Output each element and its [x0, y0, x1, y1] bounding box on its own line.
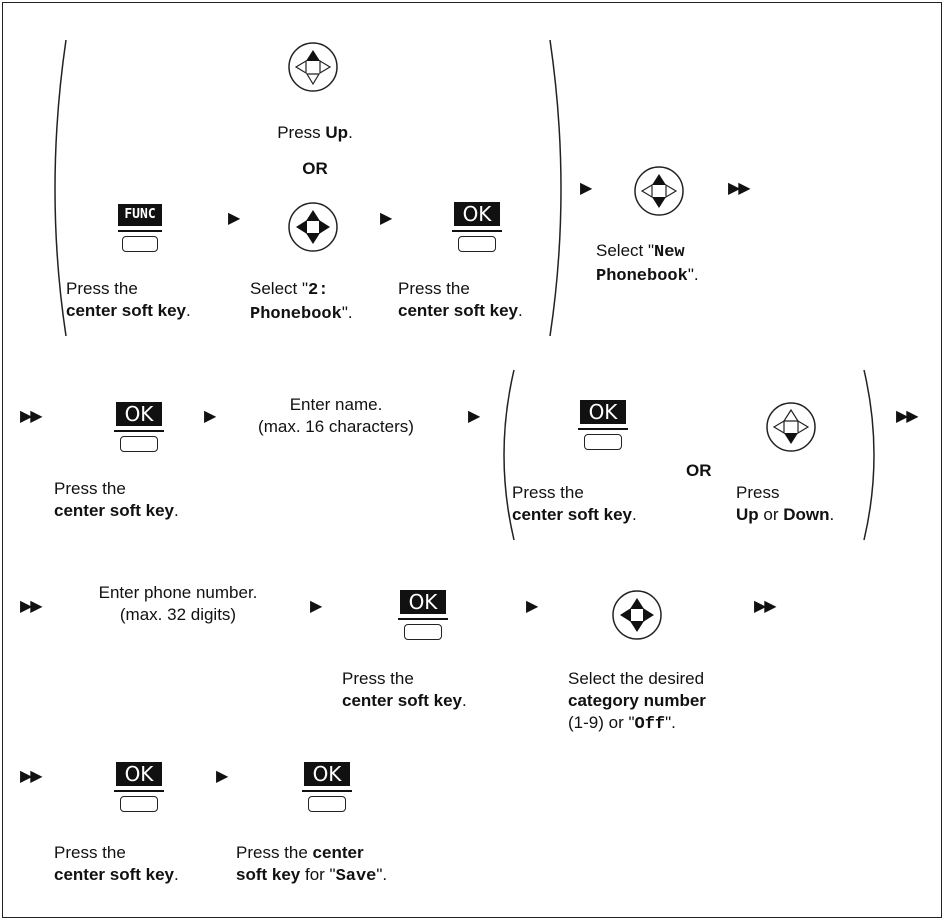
ok-label: OK — [116, 402, 162, 426]
arrow-r4-a: ▶▶ — [20, 768, 43, 785]
bracket-right-row1 — [549, 39, 562, 337]
ok-label: OK — [304, 762, 350, 786]
bracket-left-row2 — [503, 369, 515, 541]
arrow-r1-b: ▶ — [380, 210, 393, 227]
press-center-text-4: Press the center soft key. — [512, 483, 637, 524]
press-center-text-6: Press the center soft key. — [54, 843, 179, 884]
arrow-r3-c: ▶ — [526, 598, 539, 615]
func-soft-key-icon: FUNC — [118, 204, 162, 258]
ok-label: OK — [454, 202, 500, 226]
ok-label: OK — [400, 590, 446, 614]
arrow-r2-a: ▶▶ — [20, 408, 43, 425]
arrow-r2-d: ▶▶ — [896, 408, 919, 425]
enter-name-text: Enter name. (max. 16 characters) — [258, 395, 414, 436]
bracket-right-row2 — [863, 369, 875, 541]
ok-label: OK — [116, 762, 162, 786]
arrow-r3-d: ▶▶ — [754, 598, 777, 615]
navigator-up-icon — [288, 42, 338, 92]
press-up-or-down-text: Press Up or Down. — [736, 483, 835, 524]
or-label-row2: OR — [686, 461, 712, 480]
arrow-r3-b: ▶ — [310, 598, 323, 615]
select-phonebook-text: Select "2: Phonebook". — [250, 279, 353, 324]
enter-phone-text: Enter phone number. (max. 32 digits) — [98, 583, 258, 624]
ok-soft-key-icon: OK — [398, 590, 448, 646]
ok-label: OK — [580, 400, 626, 424]
arrow-r1-a: ▶ — [228, 210, 241, 227]
navigator-icon — [612, 590, 662, 640]
ok-soft-key-icon: OK — [578, 400, 628, 456]
press-center-text-2: Press the center soft key. — [398, 279, 523, 320]
arrow-r3-a: ▶▶ — [20, 598, 43, 615]
ok-soft-key-icon: OK — [302, 762, 352, 818]
arrow-r2-b: ▶ — [204, 408, 217, 425]
arrow-r1-c: ▶ — [580, 180, 593, 197]
press-center-text-5: Press the center soft key. — [342, 669, 467, 710]
bracket-left-row1 — [54, 39, 67, 337]
navigator-icon — [288, 202, 338, 252]
select-category-text: Select the desired category number (1-9)… — [568, 669, 706, 734]
ok-soft-key-icon: OK — [114, 402, 164, 458]
arrow-r2-c: ▶ — [468, 408, 481, 425]
ok-soft-key-icon: OK — [452, 202, 502, 258]
select-new-phonebook-text: Select "New Phonebook". — [596, 241, 699, 286]
press-center-save-text: Press the center soft key for "Save". — [236, 843, 388, 886]
navigator-updown-icon — [634, 166, 684, 216]
arrow-r1-d: ▶▶ — [728, 180, 751, 197]
navigator-updown-icon — [766, 402, 816, 452]
arrow-r4-b: ▶ — [216, 768, 229, 785]
press-up-text: Press Up. — [277, 123, 353, 142]
press-center-text-3: Press the center soft key. — [54, 479, 179, 520]
ok-soft-key-icon: OK — [114, 762, 164, 818]
press-center-text-1: Press the center soft key. — [66, 279, 191, 320]
func-label: FUNC — [118, 204, 162, 226]
or-label-row1: OR — [302, 159, 328, 178]
